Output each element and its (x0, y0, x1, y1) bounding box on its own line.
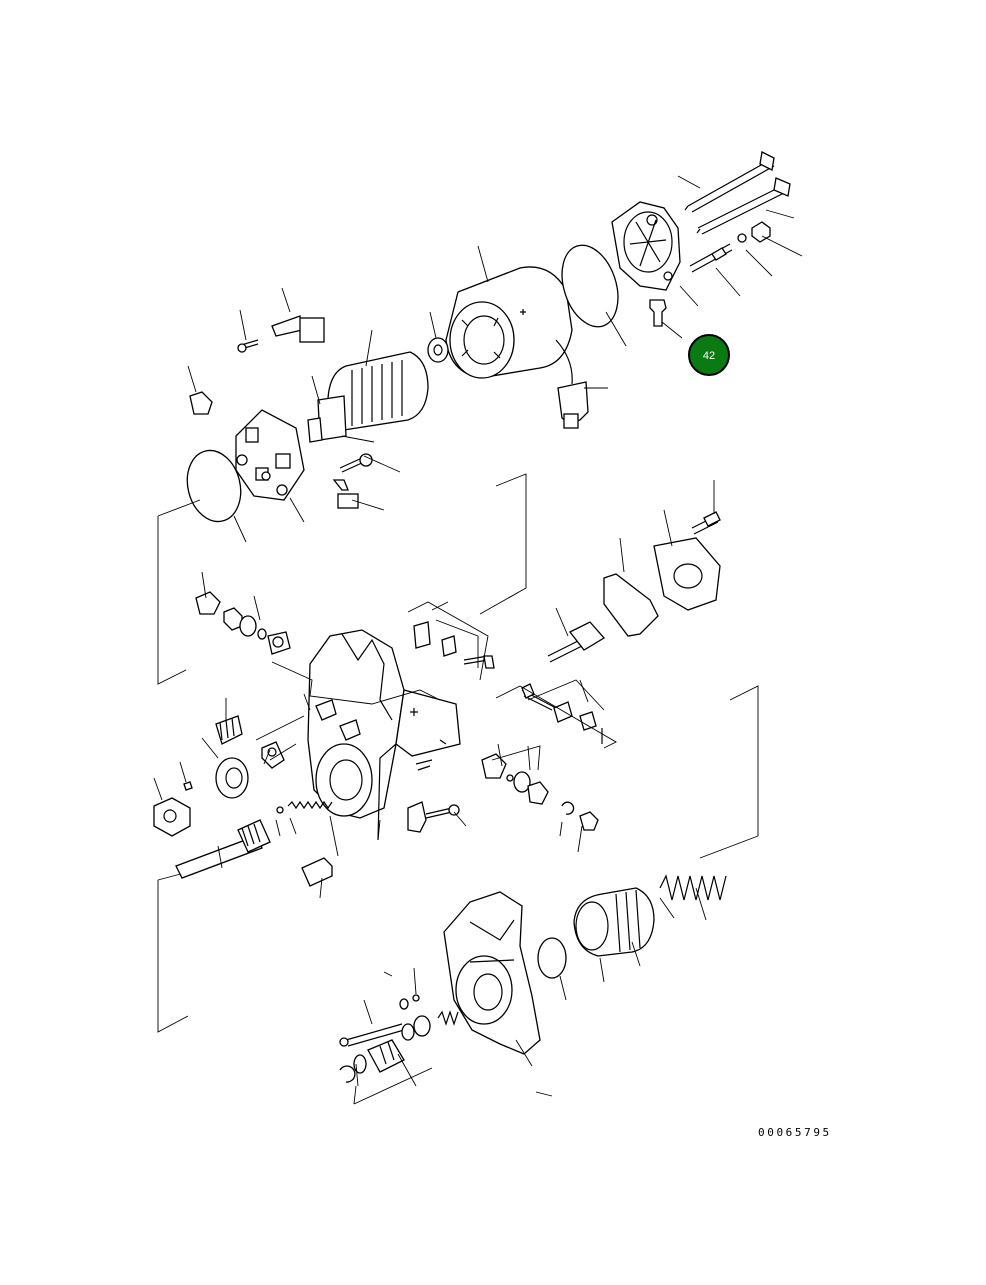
solenoid-housing (307, 629, 461, 841)
pinion-shaft (175, 819, 333, 887)
armature (307, 337, 449, 443)
brush-holder-gasket (186, 449, 242, 523)
drive-housing (443, 891, 541, 1055)
callout-42-circle[interactable] (688, 334, 730, 376)
terminal-bolt-and-cover (547, 511, 721, 663)
brush-clip (189, 391, 213, 415)
callout-42-label[interactable]: 42 (703, 350, 715, 362)
overrunning-clutch (573, 887, 655, 957)
return-spring (659, 874, 727, 901)
pinion-and-bolts (339, 994, 459, 1083)
drive-gasket (537, 937, 567, 979)
drawing-number: 00065795 (758, 1126, 832, 1139)
rear-gasket (561, 244, 619, 328)
switch-contacts-right (521, 683, 603, 744)
callout-42[interactable]: 42 (688, 334, 730, 376)
terminal-screw-and-brush (332, 453, 373, 509)
assembly-brackets (157, 473, 759, 1105)
brush-holder (235, 409, 305, 501)
through-bolts (684, 151, 791, 235)
rear-cover (611, 201, 681, 291)
leader-lines-upper (187, 175, 803, 543)
plunger-and-contacts (407, 621, 599, 833)
leader-lines-middle (153, 480, 715, 899)
brush-and-screw (237, 315, 325, 353)
leader-lines-lower (355, 887, 707, 1097)
rear-cover-bolt-and-nuts (649, 221, 771, 327)
yoke-field-frame (445, 266, 589, 429)
gear-and-spring-parts-left (153, 591, 333, 837)
